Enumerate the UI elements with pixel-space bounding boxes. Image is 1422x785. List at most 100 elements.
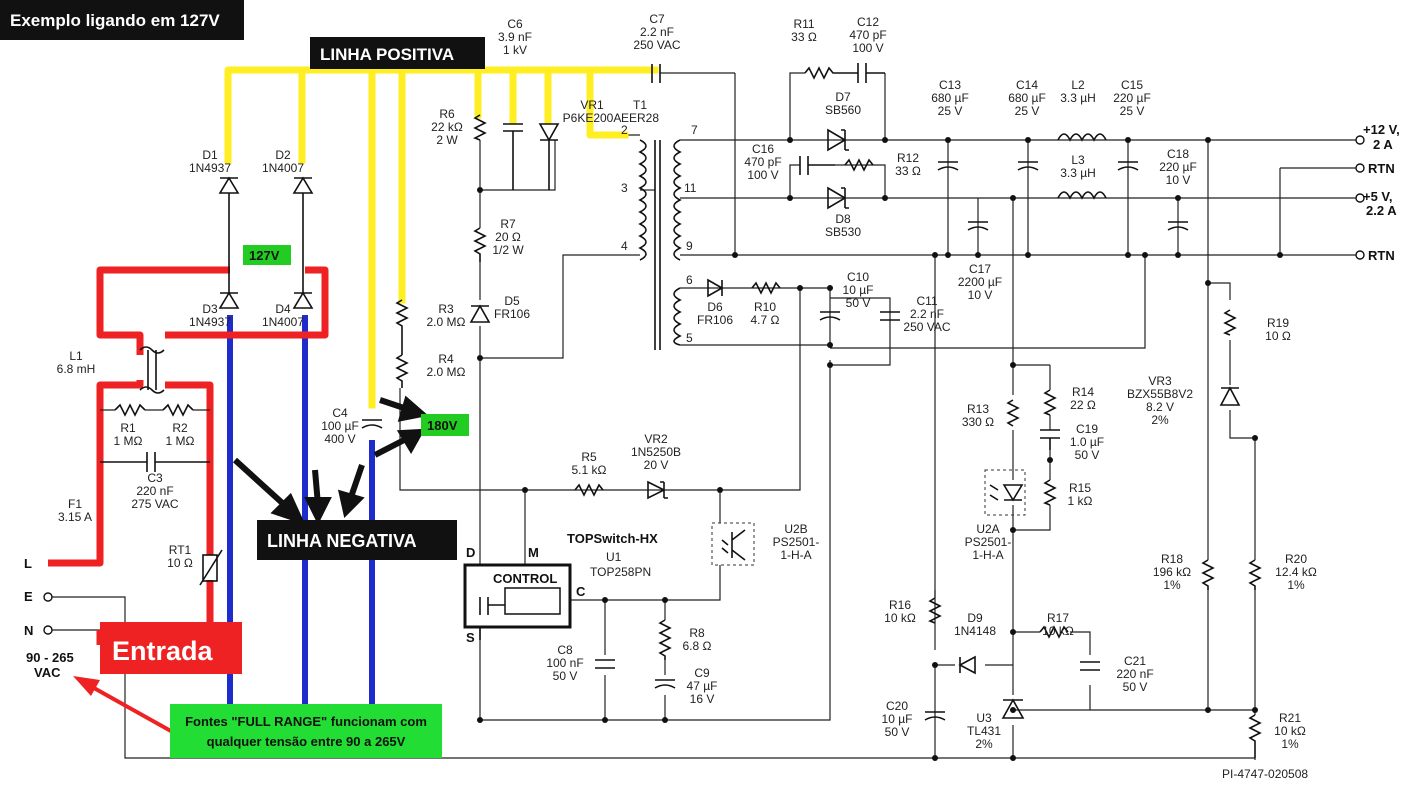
label-d4-line-1: 1N4007 bbox=[262, 315, 304, 329]
label-c20-line-2: 50 V bbox=[885, 725, 910, 739]
label-r15-line-1: 1 kΩ bbox=[1068, 494, 1093, 508]
resistor-r19 bbox=[1223, 309, 1237, 336]
label-c12-line-2: 100 V bbox=[852, 41, 883, 55]
terminal-n: N bbox=[24, 623, 33, 638]
label-r2-line-0: R2 bbox=[172, 421, 188, 435]
label-c20-line-0: C20 bbox=[886, 699, 908, 713]
label-r6-line-1: 22 kΩ bbox=[431, 120, 463, 134]
label-c9-line-2: 16 V bbox=[690, 692, 715, 706]
label-c10-line-1: 10 µF bbox=[843, 283, 874, 297]
capacitor-c11 bbox=[880, 311, 900, 321]
label-c11-line-0: C11 bbox=[916, 294, 937, 308]
zener-vr2 bbox=[647, 480, 668, 500]
label-d8-line-0: D8 bbox=[835, 212, 851, 226]
label-c11-line-2: 250 VAC bbox=[903, 320, 950, 334]
footer-code: PI-4747-020508 bbox=[1222, 767, 1308, 781]
label-r4-line-1: 2.0 MΩ bbox=[427, 365, 466, 379]
diode-d2 bbox=[292, 176, 314, 270]
label-c16-line-0: C16 bbox=[752, 142, 774, 156]
label-c3-line-0: C3 bbox=[147, 471, 163, 485]
label-c4-line-2: 400 V bbox=[324, 432, 355, 446]
pin-7: 7 bbox=[691, 123, 698, 137]
resistor-r15 bbox=[1043, 479, 1057, 506]
ic-pin-s: S bbox=[466, 630, 475, 645]
label-c6-line-1: 3.9 nF bbox=[498, 30, 532, 44]
output-terminals bbox=[43, 135, 1365, 635]
v180-badge: 180V bbox=[427, 418, 458, 433]
pin-2: 2 bbox=[621, 123, 628, 137]
label-u2b-line-0: U2B bbox=[784, 522, 807, 536]
label-r15-line-0: R15 bbox=[1069, 481, 1091, 495]
label-r11-line-0: R11 bbox=[793, 17, 814, 31]
title-banner-bg bbox=[0, 0, 244, 40]
resistor-r13 bbox=[1006, 399, 1020, 427]
label-u3-line-1: TL431 bbox=[967, 724, 1001, 738]
label-r10-line-0: R10 bbox=[754, 300, 776, 314]
resistor-r16 bbox=[928, 597, 942, 624]
label-d6-line-0: D6 bbox=[707, 300, 723, 314]
label-d8-line-1: SB530 bbox=[825, 225, 861, 239]
label-c14-line-0: C14 bbox=[1016, 78, 1038, 92]
resistor-r8 bbox=[658, 619, 672, 660]
capacitor-c12 bbox=[857, 63, 885, 83]
capacitor-c20 bbox=[924, 711, 946, 721]
capacitor-c3 bbox=[100, 452, 210, 472]
transformer-t1 bbox=[638, 139, 682, 350]
resistor-r17 bbox=[1039, 625, 1069, 639]
label-rt1-line-1: 10 Ω bbox=[167, 556, 193, 570]
label-c21-line-1: 220 nF bbox=[1116, 667, 1153, 681]
label-c18-line-0: C18 bbox=[1167, 147, 1189, 161]
label-vr1-line-1: P6KE200A bbox=[563, 111, 622, 125]
label-u3-line-0: U3 bbox=[976, 711, 992, 725]
out-5v: +5 V, bbox=[1363, 189, 1393, 204]
label-c3-line-1: 220 nF bbox=[136, 484, 173, 498]
capacitor-c15 bbox=[1117, 161, 1139, 171]
label-r1-line-0: R1 bbox=[120, 421, 136, 435]
label-c19-line-1: 1.0 µF bbox=[1070, 435, 1104, 449]
pin-4: 4 bbox=[621, 239, 628, 253]
label-r16-line-1: 10 kΩ bbox=[884, 611, 916, 625]
label-r6-line-2: 2 W bbox=[436, 133, 458, 147]
shunt-reg-u3 bbox=[1001, 698, 1025, 719]
label-c7-line-1: 2.2 nF bbox=[640, 25, 674, 39]
label-r6-line-0: R6 bbox=[439, 107, 455, 121]
ic-part: TOP258PN bbox=[590, 565, 651, 579]
label-vr3-line-2: 8.2 V bbox=[1146, 400, 1174, 414]
ic-labels: TOPSwitch-HX U1 TOP258PN CONTROL D M C S bbox=[466, 531, 658, 645]
resistor-r7 bbox=[473, 227, 487, 262]
label-d9-line-1: 1N4148 bbox=[954, 624, 996, 638]
label-r10-line-1: 4.7 Ω bbox=[751, 313, 780, 327]
ic-pin-c: C bbox=[576, 584, 586, 599]
label-r17-line-0: R17 bbox=[1047, 611, 1069, 625]
label-rt1-line-0: RT1 bbox=[169, 543, 192, 557]
diode-d3 bbox=[218, 270, 240, 309]
label-d3-line-0: D3 bbox=[202, 302, 218, 316]
junction-dots bbox=[477, 137, 1283, 761]
ic-ref: U1 bbox=[606, 550, 622, 564]
capacitor-c7 bbox=[651, 64, 661, 83]
label-c13-line-1: 680 µF bbox=[931, 91, 969, 105]
negative-banner: LINHA NEGATIVA bbox=[267, 531, 417, 551]
diode-d6 bbox=[707, 278, 724, 298]
ic-pin-m: M bbox=[528, 545, 539, 560]
label-f1-line-0: F1 bbox=[68, 497, 82, 511]
